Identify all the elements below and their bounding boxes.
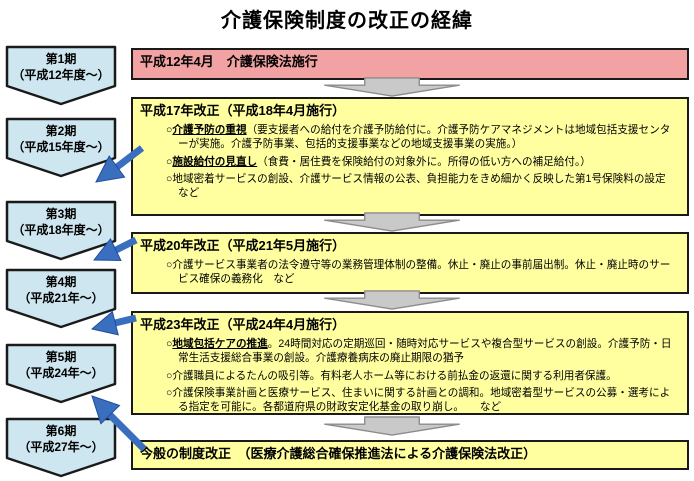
timeline-stage-4: 第4期（平成21年～） [5,268,117,330]
stage-label: 第3期 [45,207,77,221]
bullet-text: （要支援者への給付を介護予防給付に。介護予防ケアマネジメントは地域包括支援センタ… [178,124,671,151]
bullet-item: ○介護予防の重視（要支援者への給付を介護予防給付に。介護予防ケアマネジメントは地… [166,124,680,152]
milestone-heading: 今般の制度改正 （医療介護総合確保推進法による介護保険法改正） [140,446,537,461]
timeline-stage-6: 第6期（平成27年～） [5,417,117,479]
timeline-stage-3: 第3期（平成18年度～） [5,200,117,262]
bullet-marker: ○ [166,173,173,186]
stage-range: （平成15年度～） [12,139,110,154]
bullet-marker: ○ [166,369,173,382]
bullet-text: 。24時間対応の定期巡回・随時対応サービスや複合型サービスの創設。介護予防・日常… [178,338,672,365]
milestone-heading: 平成23年改正（平成24年4月施行） [140,317,346,332]
stage-label: 第6期 [45,424,77,438]
bullet-item: ○介護保険事業計画と医療サービス、住まいに関する計画との調和。地域密着型サービス… [166,387,680,415]
milestone-box-current: 今般の制度改正 （医療介護総合確保推進法による介護保険法改正） [131,440,689,470]
pentagon-shape [5,343,117,404]
bullet-text: 地域密着サービスの創設、介護サービス情報の公表、負担能力をきめ細かく反映した第1… [172,173,677,200]
bullet-emphasis: 施設給付の見直し [172,155,258,168]
bullet-emphasis: 地域包括ケアの推進 [172,338,268,351]
bullet-marker: ○ [166,124,173,137]
milestone-box-h20: 平成20年改正（平成21年5月施行） ○介護サービス事業者の法令遵守等の業務管理… [131,232,689,294]
bullet-marker: ○ [166,387,173,400]
bullet-text: （食費・居住費を保険給付の対象外に。所得の低い方への補足給付。） [257,155,591,168]
stage-range: （平成27年～） [18,439,104,454]
down-arrow-icon [324,212,460,232]
timeline-stage-1: 第1期（平成12年度～） [5,45,117,107]
milestone-box-h17: 平成17年改正（平成18年4月施行） ○介護予防の重視（要支援者への給付を介護予… [131,97,689,216]
bullet-item: ○施設給付の見直し（食費・居住費を保険給付の対象外に。所得の低い方への補足給付。… [166,156,680,170]
pentagon-shape [5,117,117,178]
bullet-item: ○地域密着サービスの創設、介護サービス情報の公表、負担能力をきめ細かく反映した第… [166,173,680,201]
bullet-text: 介護職員によるたんの吸引等。有料老人ホーム等における前払金の返還に関する利用者保… [172,369,617,382]
milestone-heading: 平成20年改正（平成21年5月施行） [140,238,346,253]
milestone-heading: 平成17年改正（平成18年4月施行） [140,103,346,118]
pentagon-shape [5,200,117,261]
down-arrow-icon [324,77,460,97]
milestone-box-h12: 平成12年4月 介護保険法施行 [131,48,689,80]
bullet-marker: ○ [166,338,173,351]
stage-label: 第1期 [45,52,77,66]
stage-range: （平成12年度～） [12,67,110,82]
stage-label: 第4期 [45,275,77,289]
down-arrow-icon [324,290,460,310]
pentagon-shape [5,268,117,329]
down-arrow-icon [324,416,460,436]
pentagon-shape [5,45,117,106]
bullet-marker: ○ [166,259,173,272]
bullet-text: 介護保険事業計画と医療サービス、住まいに関する計画との調和。地域密着型サービスの… [172,387,671,414]
timeline-stage-5: 第5期（平成24年～） [5,343,117,405]
bullet-emphasis: 介護予防の重視 [172,124,247,137]
bullet-marker: ○ [166,155,173,168]
stage-range: （平成21年～） [18,290,104,305]
stage-range: （平成24年～） [18,365,104,380]
milestone-box-h23: 平成23年改正（平成24年4月施行） ○地域包括ケアの推進。24時間対応の定期巡… [131,311,689,415]
bullet-item: ○介護サービス事業者の法令遵守等の業務管理体制の整備。休止・廃止の事前届出制。休… [166,259,680,287]
milestone-heading: 平成12年4月 介護保険法施行 [140,54,318,69]
stage-range: （平成18年度～） [12,222,110,237]
stage-label: 第5期 [45,350,77,364]
bullet-text: 介護サービス事業者の法令遵守等の業務管理体制の整備。休止・廃止の事前届出制。休止… [172,259,671,286]
page-title: 介護保険制度の改正の経緯 [221,10,473,32]
stage-label: 第2期 [45,124,77,138]
timeline-stage-2: 第2期（平成15年度～） [5,117,117,179]
bullet-item: ○介護職員によるたんの吸引等。有料老人ホーム等における前払金の返還に関する利用者… [166,370,680,384]
bullet-item: ○地域包括ケアの推進。24時間対応の定期巡回・随時対応サービスや複合型サービスの… [166,338,680,366]
